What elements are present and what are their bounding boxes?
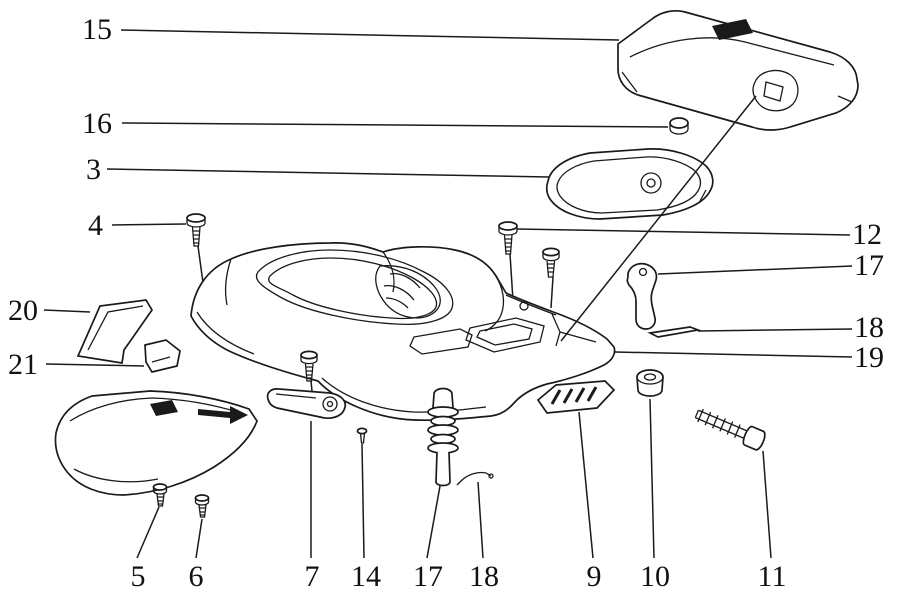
housing-outline bbox=[190, 242, 616, 422]
part-air-filter bbox=[545, 148, 714, 220]
callout-14: 14 bbox=[351, 560, 381, 593]
housing-left-edge bbox=[224, 258, 232, 306]
part-choke-lever-17 bbox=[626, 262, 658, 330]
housing-vent-window-inner bbox=[268, 257, 438, 320]
leader-line-17-right bbox=[657, 265, 853, 275]
callout-3: 3 bbox=[86, 153, 101, 186]
leader-line-21 bbox=[45, 363, 145, 367]
callout-20: 20 bbox=[8, 294, 38, 327]
callout-7: 7 bbox=[304, 560, 320, 593]
housing-vent-window-outer bbox=[255, 249, 454, 326]
cover-dark-wedge bbox=[150, 400, 178, 416]
housing-ridge bbox=[382, 251, 395, 293]
leader-line-18-right bbox=[697, 328, 853, 332]
callout-16: 16 bbox=[82, 107, 112, 140]
part-pin-18 bbox=[456, 471, 494, 486]
leader-line-6 bbox=[195, 518, 203, 559]
housing-carb-opening bbox=[465, 317, 545, 353]
part-pin-14 bbox=[356, 427, 368, 444]
leader-line-19 bbox=[614, 351, 853, 358]
callout-17-right: 17 bbox=[854, 249, 884, 282]
part-screw-12b bbox=[542, 247, 560, 278]
leader-line-20 bbox=[43, 309, 91, 313]
callout-5: 5 bbox=[130, 560, 146, 593]
callout-17-bottom: 17 bbox=[413, 560, 443, 593]
leader-line-9 bbox=[578, 411, 594, 559]
housing-opening bbox=[375, 265, 441, 319]
housing-front-left-line bbox=[196, 311, 255, 355]
part-bolt-11 bbox=[694, 408, 766, 451]
part-clip-16 bbox=[669, 117, 689, 135]
callout-11: 11 bbox=[757, 560, 787, 593]
part-bracket-7 bbox=[266, 388, 347, 420]
callout-21: 21 bbox=[8, 348, 38, 381]
callout-19: 19 bbox=[854, 341, 884, 374]
part-rod-18 bbox=[647, 326, 702, 338]
housing-deck-line bbox=[505, 294, 557, 316]
callout-12: 12 bbox=[852, 218, 882, 251]
part-screw-12a bbox=[498, 221, 518, 255]
leader-line-3 bbox=[106, 168, 550, 178]
alignment-line-screw12b bbox=[550, 276, 554, 309]
housing-bottom-inner-curve bbox=[321, 377, 487, 413]
leader-line-18-bottom bbox=[477, 481, 484, 559]
callout-18-right: 18 bbox=[854, 311, 884, 344]
cover-logo-patch bbox=[712, 19, 753, 40]
part-panel-20 bbox=[76, 299, 154, 364]
part-screw-5 bbox=[152, 483, 168, 507]
assembly-axis-line bbox=[560, 95, 757, 342]
part-screw-6 bbox=[194, 494, 210, 518]
leader-line-15 bbox=[120, 29, 620, 41]
callout-6: 6 bbox=[188, 560, 204, 593]
part-boot-17 bbox=[427, 387, 459, 487]
callout-18-bottom: 18 bbox=[469, 560, 499, 593]
leader-line-16 bbox=[121, 122, 669, 128]
housing-hood-deck-seam bbox=[484, 275, 505, 332]
callout-15: 15 bbox=[82, 13, 112, 46]
leader-line-11 bbox=[762, 450, 772, 559]
callout-9: 9 bbox=[586, 560, 602, 593]
alignment-line-screw7 bbox=[310, 380, 313, 392]
leader-line-4 bbox=[111, 223, 187, 226]
leader-line-10 bbox=[649, 398, 655, 559]
callout-4: 4 bbox=[88, 209, 103, 242]
leader-line-5 bbox=[136, 506, 160, 559]
part-side-cover bbox=[54, 390, 258, 496]
housing-small-hole bbox=[519, 301, 529, 311]
part-screw-7 bbox=[300, 350, 318, 382]
part-main-housing bbox=[190, 242, 616, 422]
callout-10: 10 bbox=[640, 560, 670, 593]
leader-line-17-bottom bbox=[426, 485, 441, 559]
part-air-filter-cover bbox=[617, 9, 859, 131]
part-screw-4 bbox=[186, 213, 206, 247]
housing-carb-opening-inner bbox=[476, 323, 533, 346]
leader-line-14 bbox=[361, 443, 365, 559]
part-cap-10 bbox=[636, 369, 664, 397]
direction-arrow bbox=[198, 406, 248, 424]
part-lever-21 bbox=[144, 339, 181, 373]
part-grille-9 bbox=[536, 380, 616, 414]
leader-line-12 bbox=[516, 228, 851, 236]
housing-second-opening bbox=[409, 328, 473, 355]
